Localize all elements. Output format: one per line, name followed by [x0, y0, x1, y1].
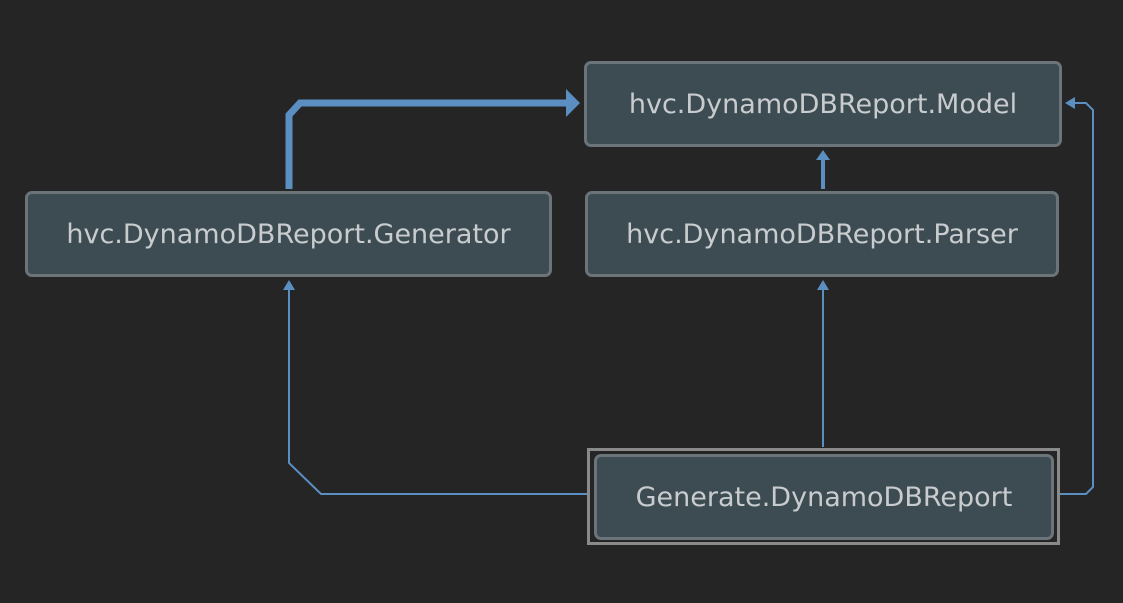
edge-app-to-generator[interactable] — [288, 290, 590, 495]
node-parser-label: hvc.DynamoDBReport.Parser — [626, 218, 1018, 250]
arrowhead-app-to-parser — [817, 280, 829, 290]
node-parser[interactable]: hvc.DynamoDBReport.Parser — [585, 191, 1059, 277]
node-generator-label: hvc.DynamoDBReport.Generator — [66, 218, 511, 250]
arrowhead-app-to-generator — [283, 280, 295, 290]
node-generate-dynamodbreport[interactable]: Generate.DynamoDBReport — [594, 454, 1054, 540]
edge-app-to-model[interactable] — [1058, 102, 1094, 495]
node-generate-dynamodbreport-label: Generate.DynamoDBReport — [635, 481, 1013, 513]
node-model[interactable]: hvc.DynamoDBReport.Model — [584, 61, 1062, 147]
selection-frame — [587, 448, 1060, 545]
arrowhead-app-to-model — [1065, 97, 1075, 109]
node-generator[interactable]: hvc.DynamoDBReport.Generator — [25, 191, 552, 277]
edge-generator-to-model[interactable] — [285, 99, 566, 189]
arrowhead-generator-to-model — [566, 89, 580, 117]
node-model-label: hvc.DynamoDBReport.Model — [628, 88, 1018, 120]
arrowhead-parser-to-model — [816, 150, 830, 160]
